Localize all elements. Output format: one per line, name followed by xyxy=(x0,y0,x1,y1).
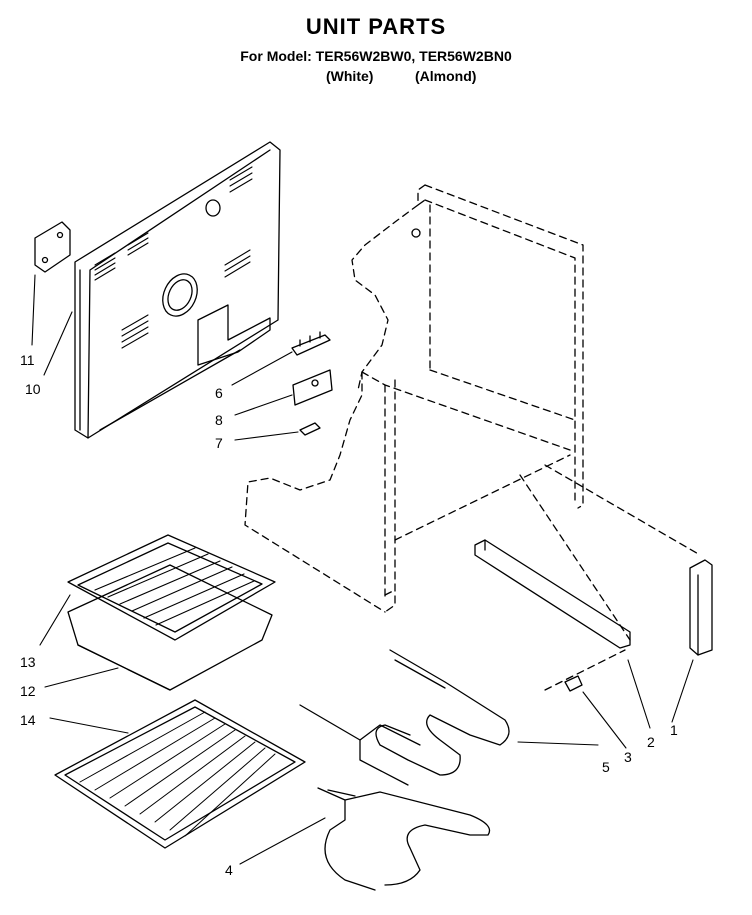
callout-11: 11 xyxy=(20,352,35,368)
color-white-label: (White) xyxy=(326,68,374,84)
broiler-pan xyxy=(67,564,273,691)
terminal-bracket xyxy=(292,369,333,406)
broiler-grid xyxy=(67,534,276,641)
rear-panel xyxy=(74,141,281,439)
callout-12: 12 xyxy=(20,683,36,699)
callout-13: 13 xyxy=(20,654,36,670)
bake-element xyxy=(317,787,491,891)
end-cap xyxy=(689,559,713,656)
callout-6: 6 xyxy=(215,385,223,401)
callout-8: 8 xyxy=(215,412,223,428)
callout-3: 3 xyxy=(624,749,632,765)
color-almond-label: (Almond) xyxy=(415,68,477,84)
callout-1: 1 xyxy=(670,722,678,738)
callout-5: 5 xyxy=(602,759,610,775)
oven-rack xyxy=(54,699,306,849)
broil-element xyxy=(299,649,510,786)
diagram-title: UNIT PARTS xyxy=(305,14,447,39)
cavity-hole xyxy=(411,228,421,238)
small-clip xyxy=(564,675,583,692)
leader-lines xyxy=(31,274,694,865)
callout-7: 7 xyxy=(215,435,223,451)
callout-4: 4 xyxy=(225,862,233,878)
side-rail xyxy=(474,539,631,649)
callout-2: 2 xyxy=(647,734,655,750)
model-line: For Model: TER56W2BW0, TER56W2BN0 xyxy=(240,48,512,64)
terminal-block xyxy=(291,331,331,356)
callout-14: 14 xyxy=(20,712,36,728)
callout-numbers: 11 10 6 8 7 13 12 14 4 5 3 2 1 xyxy=(20,352,678,878)
small-bracket xyxy=(34,221,71,273)
callout-10: 10 xyxy=(25,381,41,397)
oven-cavity-outline xyxy=(244,184,701,691)
clip xyxy=(299,422,321,436)
